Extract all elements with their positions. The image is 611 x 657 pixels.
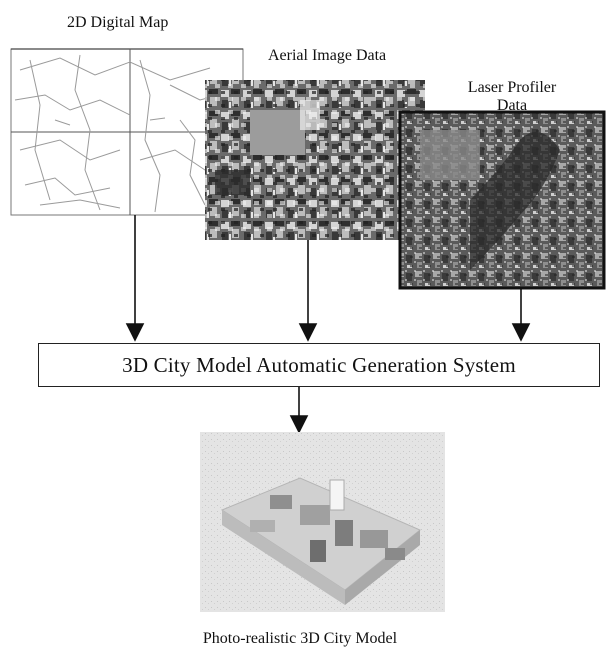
map-title: 2D Digital Map: [67, 14, 169, 31]
laser-title-line1: Laser Profiler: [467, 79, 557, 96]
output-label: Photo-realistic 3D City Model: [202, 630, 398, 647]
aerial-title: Aerial Image Data: [268, 47, 387, 64]
city-model-image: [200, 432, 445, 612]
generation-system-box: 3D City Model Automatic Generation Syste…: [38, 343, 600, 387]
laser-profiler-image: [398, 110, 606, 290]
aerial-image: [205, 80, 425, 240]
input-arrows: [125, 215, 531, 342]
output-arrow: [289, 387, 309, 434]
laser-title-line2: Data: [496, 97, 528, 114]
generation-system-label: 3D City Model Automatic Generation Syste…: [122, 352, 516, 377]
laser-title: Laser Profiler Data: [452, 79, 572, 115]
digital-map-image: [10, 48, 244, 216]
